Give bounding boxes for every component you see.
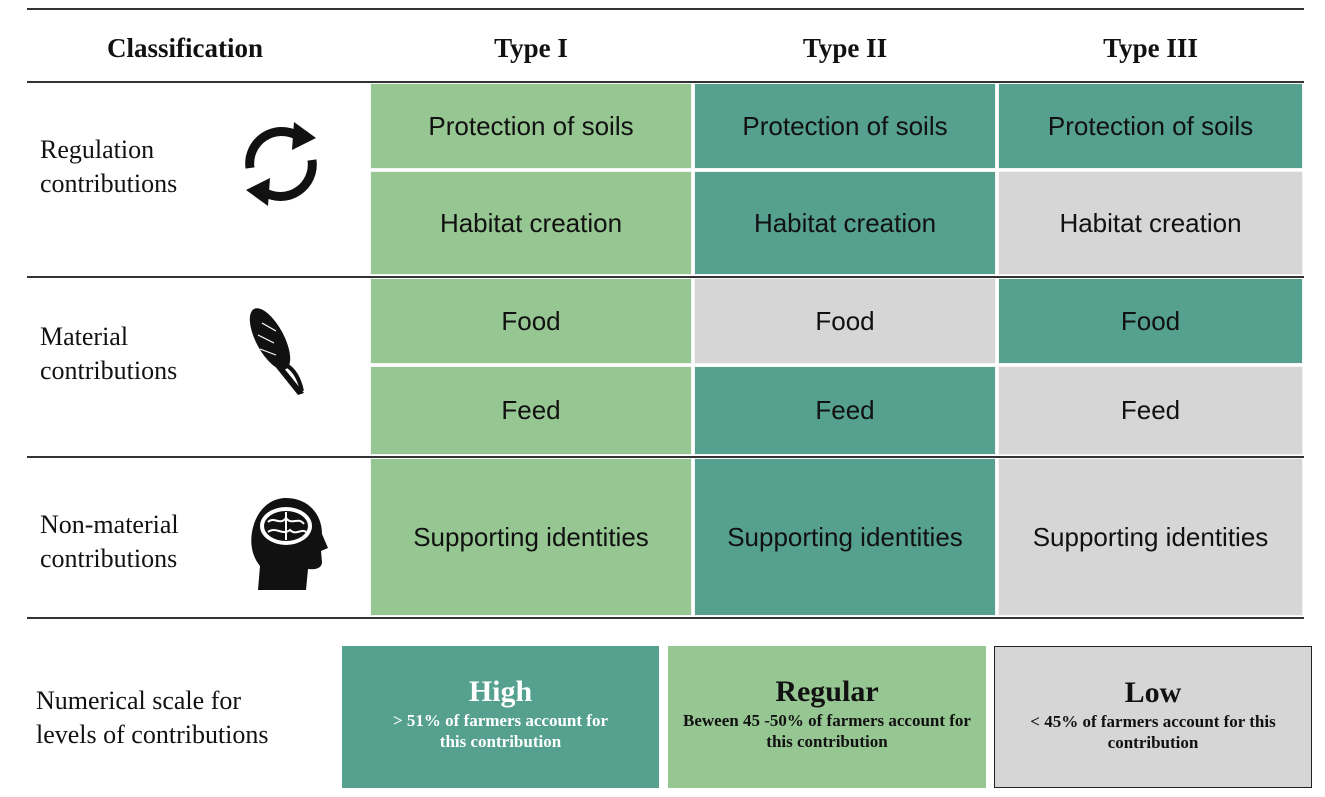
legend-low: Low < 45% of farmers account for this co… [994,646,1312,788]
row-label-non-material: Non-material contributions [40,508,179,576]
header-type-3: Type III [1103,32,1198,63]
header-classification: Classification [106,32,263,63]
legend-label-line1: Numerical scale for [36,686,242,715]
row-label-line1: Regulation [40,135,155,164]
legend-label-line2: levels of contributions [36,720,269,749]
row-divider-regulation [27,276,1304,278]
cell-regulation-soils-type1: Protection of soils [370,83,692,169]
row-label-line2: contributions [40,356,178,385]
row-label-line2: contributions [40,169,178,198]
cell-material-food-type3: Food [998,278,1303,364]
cell-nonmaterial-identities-type1: Supporting identities [370,458,692,616]
cell-regulation-soils-type2: Protection of soils [694,83,996,169]
header-type-1: Type I [494,32,568,63]
header-rule [27,81,1304,83]
header-type-2: Type II [802,32,888,63]
cell-material-food-type1: Food [370,278,692,364]
row-label-material: Material contributions [40,320,177,388]
corn-icon [249,308,304,395]
cell-regulation-habitat-type2: Habitat creation [694,171,996,275]
table-bottom-rule [27,617,1304,619]
cell-regulation-soils-type3: Protection of soils [998,83,1303,169]
row-divider-material [27,456,1304,458]
legend-high-desc: > 51% of farmers account for this contri… [392,711,609,751]
row-label-line1: Non-material [40,510,179,539]
cell-material-food-type2: Food [694,278,996,364]
legend-low-title: Low [1124,676,1182,709]
cell-regulation-habitat-type1: Habitat creation [370,171,692,275]
row-label-line2: contributions [40,544,178,573]
legend-regular-desc: Beween 45 -50% of farmers account for th… [683,711,971,751]
legend-low-desc: < 45% of farmers account for this contri… [1030,712,1276,752]
legend-high: High > 51% of farmers account for this c… [342,646,659,788]
cell-material-feed-type1: Feed [370,366,692,455]
cell-regulation-habitat-type3: Habitat creation [998,171,1303,275]
legend-regular: Regular Beween 45 -50% of farmers accoun… [668,646,986,788]
cell-nonmaterial-identities-type3: Supporting identities [998,458,1303,616]
cell-material-feed-type2: Feed [694,366,996,455]
head-brain-icon [251,498,328,590]
table-top-rule [27,8,1304,10]
row-label-line1: Material [40,322,129,351]
legend-regular-title: Regular [775,675,879,708]
row-label-regulation: Regulation contributions [40,133,177,201]
legend-label: Numerical scale for levels of contributi… [36,684,269,752]
legend-high-title: High [468,675,533,708]
cell-nonmaterial-identities-type2: Supporting identities [694,458,996,616]
cell-material-feed-type3: Feed [998,366,1303,455]
recycle-arrows-icon [245,122,317,206]
